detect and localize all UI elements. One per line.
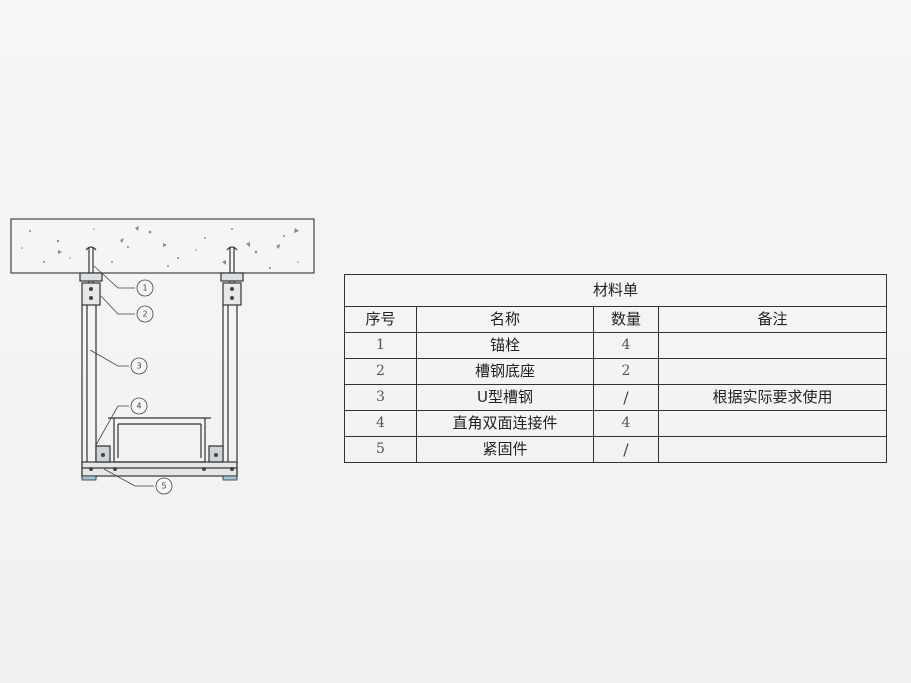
row-remark: 根据实际要求使用 [657,384,888,411]
table-row: 3 U型槽钢 / 根据实际要求使用 [344,384,888,411]
material-table: 材料单 序号 名称 数量 备注 1 锚栓 4 2 槽钢底座 2 3 U型槽钢 /… [343,274,888,463]
callout-circle-4 [130,397,148,415]
material-table-title: 材料单 [343,274,888,307]
callout-circle-2 [136,305,154,323]
cable-tray [108,417,211,463]
callout-label-2: 2 [142,310,147,319]
row-serial: 3 [344,384,417,411]
table-row: 4 直角双面连接件 4 [344,410,888,437]
row-name: 槽钢底座 [416,358,594,385]
fasteners [89,453,234,471]
header-quantity: 数量 [593,306,659,333]
header-name: 名称 [416,306,594,333]
channel-bases [79,272,244,306]
right-angle-connectors [95,445,224,463]
header-remark: 备注 [657,306,888,333]
table-row: 5 紧固件 / [344,436,888,463]
callout-label-4: 4 [136,402,141,411]
row-name: 直角双面连接件 [416,410,594,437]
callout-circles [130,279,173,495]
callout-label-1: 1 [142,284,147,293]
row-quantity: / [593,384,659,411]
row-quantity: 2 [593,358,659,385]
row-serial: 2 [344,358,417,385]
row-remark [657,410,888,437]
row-name: U型槽钢 [416,384,594,411]
callout-circle-1 [136,279,154,297]
callout-circle-3 [130,357,148,375]
header-serial: 序号 [344,306,417,333]
concrete-slab [10,218,315,274]
table-row: 2 槽钢底座 2 [344,358,888,385]
row-serial: 5 [344,436,417,463]
end-caps [81,475,238,481]
callout-circle-5 [155,477,173,495]
row-serial: 1 [344,332,417,359]
concrete-speckles [21,226,299,269]
u-channel-horizontal [81,461,238,477]
table-row: 1 锚栓 4 [344,332,888,359]
material-table-header-row: 序号 名称 数量 备注 [344,306,888,333]
row-quantity: 4 [593,332,659,359]
callout-label-5: 5 [161,482,166,491]
row-remark [657,332,888,359]
material-table-title-row: 材料单 [343,274,888,307]
row-quantity: / [593,436,659,463]
row-name: 紧固件 [416,436,594,463]
row-remark [657,436,888,463]
bolt-nuts [89,287,234,300]
row-name: 锚栓 [416,332,594,359]
leader-lines [89,265,154,487]
callout-label-3: 3 [136,362,141,371]
row-remark [657,358,888,385]
row-quantity: 4 [593,410,659,437]
row-serial: 4 [344,410,417,437]
